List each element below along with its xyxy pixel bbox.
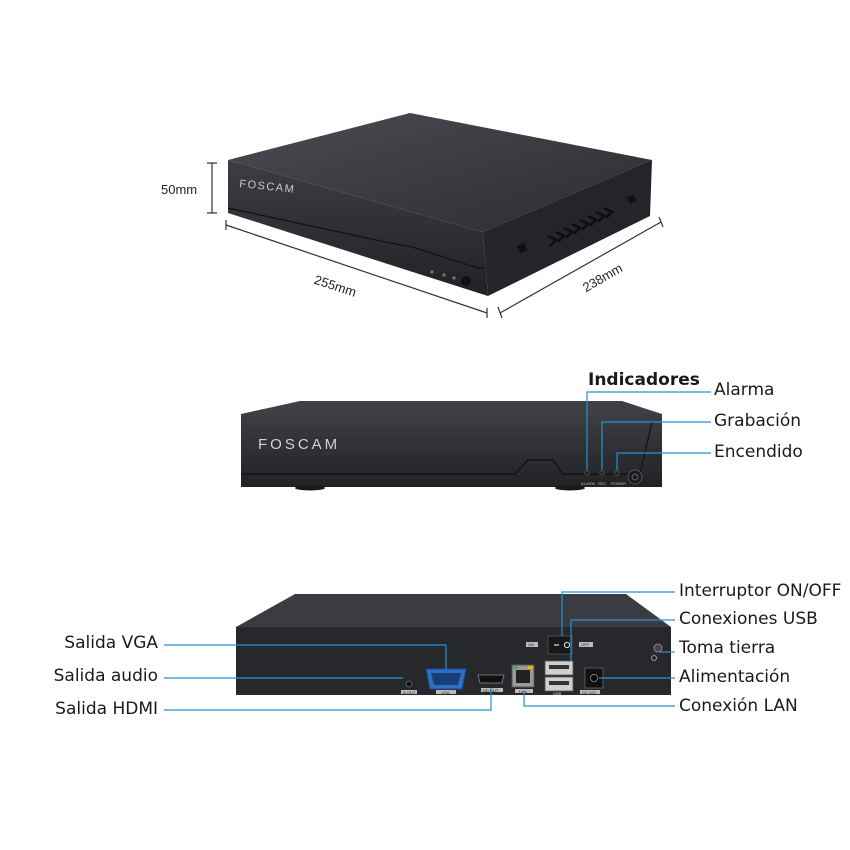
led-caption-power: POWER bbox=[611, 481, 627, 486]
led-caption-rec: REC bbox=[598, 481, 607, 486]
hdmi-port bbox=[477, 674, 505, 684]
caption-off: OFF bbox=[581, 642, 589, 647]
caption-vga: VGA bbox=[441, 690, 450, 695]
front-leader-lines bbox=[586, 391, 711, 470]
label-lan: Conexión LAN bbox=[679, 696, 798, 716]
caption-hdmi: HD OUT bbox=[483, 688, 499, 693]
isometric-unit bbox=[227, 113, 652, 296]
led-caption-alarm: ALARM bbox=[581, 481, 595, 486]
label-vga-out: Salida VGA bbox=[64, 633, 158, 653]
caption-on: ON bbox=[528, 642, 534, 647]
caption-audio: A-OUT bbox=[403, 690, 416, 695]
caption-usb: USB bbox=[553, 691, 562, 696]
label-power: Encendido bbox=[714, 442, 803, 462]
label-recording: Grabación bbox=[714, 411, 802, 431]
label-power-switch: Interruptor ON/OFF bbox=[679, 581, 842, 601]
front-brand-logo: FOSCAM bbox=[258, 436, 341, 453]
label-hdmi-out: Salida HDMI bbox=[55, 699, 158, 719]
dimension-lines bbox=[207, 162, 664, 319]
label-audio-out: Salida audio bbox=[53, 666, 158, 686]
iso-top-face bbox=[228, 113, 652, 232]
iso-front-face bbox=[228, 160, 488, 296]
label-alarm: Alarma bbox=[714, 380, 775, 400]
rear-leader-lines bbox=[164, 591, 675, 711]
label-ground: Toma tierra bbox=[679, 638, 776, 658]
caption-lan: LAN bbox=[519, 689, 527, 694]
caption-dc: DC 12V bbox=[582, 690, 597, 695]
label-usb: Conexiones USB bbox=[679, 609, 818, 629]
iso-side-face bbox=[483, 160, 652, 296]
power-switch bbox=[547, 635, 573, 655]
label-power-supply: Alimentación bbox=[679, 667, 791, 687]
dim-height: 50mm bbox=[161, 182, 198, 197]
iso-vents bbox=[547, 206, 615, 247]
front-view-unit bbox=[241, 401, 662, 491]
indicators-heading: Indicadores bbox=[588, 370, 700, 390]
front-panel bbox=[241, 414, 662, 487]
